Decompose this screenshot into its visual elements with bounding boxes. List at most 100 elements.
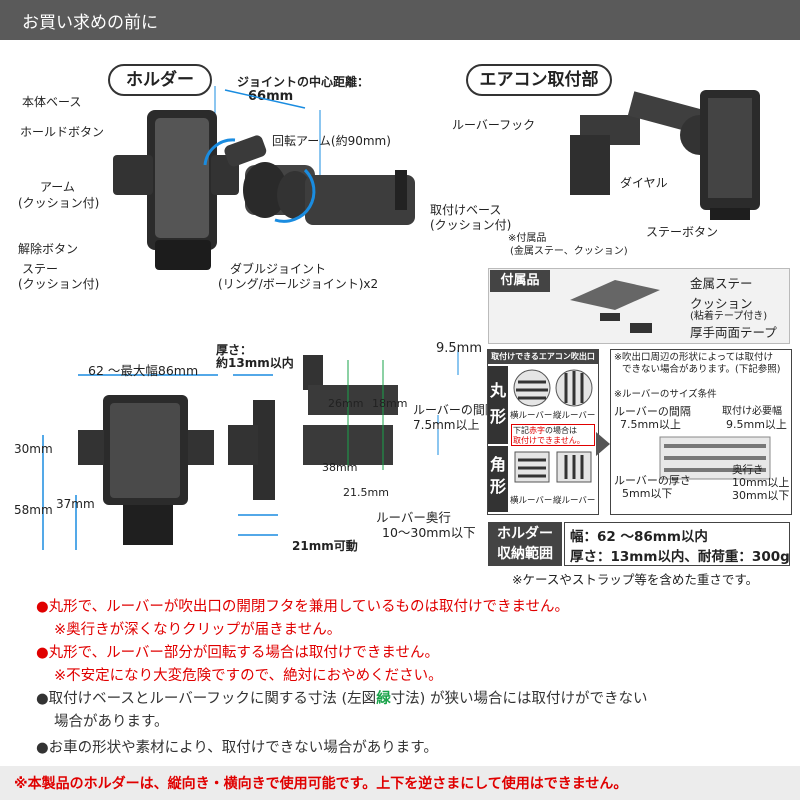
louver-illustration: [659, 436, 771, 480]
dim-louver-gap-value: 7.5mm以上: [413, 418, 480, 432]
cond-thickness: ルーバーの厚さ: [614, 474, 691, 487]
vent-round-vertical: 縦ルーバー: [553, 411, 596, 421]
vent-square-vertical: 縦ルーバー: [553, 496, 596, 506]
joint-distance-label: ジョイントの中心距離：: [237, 75, 370, 89]
label-double-joint-sub: (リング/ボールジョイント)x2: [218, 277, 379, 291]
red-bullet-icon: ●: [36, 599, 49, 615]
dim-thickness-label: 厚さ：: [216, 343, 253, 357]
joint-distance-value: 66mm: [248, 89, 294, 104]
storage-note: ※ケースやストラップ等を含めた重さです。: [512, 572, 759, 587]
cond-depth: 奥行き: [732, 464, 764, 476]
storage-tag: ホルダー 収納範囲: [488, 522, 562, 566]
dim-38mm: 38mm: [322, 461, 358, 474]
holder-illustration: [113, 86, 415, 270]
storage-thickness: 厚さ：13mm以内、耐荷重：300g: [570, 549, 790, 565]
dim-21mm-movable: 21mm可動: [292, 539, 358, 553]
label-stay-button: ステーボタン: [646, 225, 719, 239]
dim-thickness-value: 約13mm以内: [216, 356, 294, 370]
note-3-text-b: 寸法) が狭い場合には取付けができない: [390, 691, 648, 707]
arrow-right-icon: [596, 432, 610, 456]
note-3-cont: 場合があります。: [54, 714, 169, 730]
accessories-illustration: [570, 280, 660, 333]
cond-need-width: 取付け必要幅: [722, 406, 782, 417]
dim-width: 62 ～最大幅86mm: [88, 363, 199, 378]
aircon-title-badge: エアコン取付部: [466, 64, 612, 96]
bottom-notice: ※本製品のホルダーは、縦向き・横向きで使用可能です。上下を逆さまにして使用はでき…: [14, 776, 628, 792]
bullet-icon: ●: [36, 740, 49, 756]
label-dial: ダイヤル: [620, 176, 668, 190]
cond-note-2: できない場合があります。(下記参照): [622, 364, 781, 375]
dim-louver-depth-value: 10～30mm以下: [382, 525, 476, 540]
vent-square-tag: 角形: [488, 446, 508, 512]
label-stay-sub: (クッション付): [18, 277, 100, 291]
label-hold-button: ホールドボタン: [20, 125, 105, 139]
vent-square-horizontal: 横ルーバー: [510, 496, 553, 506]
note-2: ●丸形で、ルーバー部分が回転する場合は取付けできません。: [36, 641, 439, 662]
accessories-title: 付属品: [490, 270, 550, 292]
note-3-text-a: 取付けベースとルーバーフックに関する寸法 (左図: [48, 691, 377, 707]
dim-21-5mm: 21.5mm: [343, 486, 389, 499]
label-arm-sub: (クッション付): [18, 196, 100, 210]
label-mount-base-sub: (クッション付): [430, 218, 512, 232]
label-accessory-note-sub: (金属ステー、クッション): [510, 246, 628, 257]
storage-label-2: 収納範囲: [497, 546, 553, 562]
dim-louver-depth: ルーバー奥行: [376, 510, 451, 525]
vent-round-tag: 丸形: [488, 366, 508, 444]
dimension-illustration: [42, 350, 459, 550]
vent-red-note-2: の場合は: [545, 426, 577, 435]
vent-box-title: 取付けできるエアコン吹出口: [488, 350, 598, 364]
note-3-green: 緑: [376, 691, 391, 707]
dim-58mm: 58mm: [14, 503, 53, 517]
label-arm: アーム: [40, 180, 75, 194]
label-accessory-note: ※付属品: [508, 233, 547, 244]
vent-red-note-red: 赤字: [529, 426, 545, 435]
cond-need-width-val: 9.5mm以上: [726, 418, 787, 431]
label-stay: ステー: [22, 262, 59, 276]
storage-width: 幅：62 ～86mm以内: [570, 529, 708, 545]
dim-louver-gap: ルーバーの間隔: [413, 403, 497, 417]
storage-label-1: ホルダー: [497, 526, 553, 542]
label-double-joint: ダブルジョイント: [230, 262, 327, 276]
vent-red-note-3: 取付けできません。: [513, 436, 585, 445]
note-1: ●丸形で、ルーバーが吹出口の開閉フタを兼用しているものは取付けできません。: [36, 595, 569, 616]
vent-icons: [513, 369, 593, 483]
cond-size-title: ※ルーバーのサイズ条件: [614, 389, 717, 400]
note-2-text: 丸形で、ルーバー部分が回転する場合は取付けできません。: [48, 645, 439, 661]
label-release-button: 解除ボタン: [18, 242, 79, 256]
vent-red-note: 下記赤字の場合は 取付けできません。: [511, 424, 595, 446]
vent-round-horizontal: 横ルーバー: [510, 411, 553, 421]
accessory-cushion: クッション: [690, 296, 753, 311]
storage-values-box: [564, 522, 790, 566]
header-title: お買い求めの前に: [22, 13, 158, 33]
label-rotating-arm: 回転アーム(約90mm): [272, 134, 391, 148]
label-mount-base: 取付けベース: [430, 203, 502, 217]
cond-thickness-val: 5mm以下: [622, 487, 673, 500]
red-bullet-icon: ●: [36, 645, 49, 661]
accessory-cushion-sub: (粘着テープ付き): [690, 311, 768, 322]
aircon-mount-illustration: [570, 90, 760, 220]
accessory-metal-stay: 金属ステー: [690, 276, 753, 291]
label-body-base: 本体ベース: [22, 95, 82, 109]
note-2-sub: ※不安定になり大変危険ですので、絶対におやめください。: [54, 668, 443, 684]
cond-depth-val-2: 30mm以下: [732, 489, 790, 502]
note-1-text: 丸形で、ルーバーが吹出口の開閉フタを兼用しているものは取付けできません。: [48, 599, 570, 615]
accessory-tape: 厚手両面テープ: [690, 325, 777, 340]
dim-9-5mm: 9.5mm: [436, 341, 483, 356]
page-header: お買い求めの前に: [0, 0, 800, 40]
cond-note-1: ※吹出口周辺の形状によっては取付け: [614, 352, 774, 363]
note-4-text: お車の形状や素材により、取付けできない場合があります。: [48, 740, 438, 756]
bullet-icon: ●: [36, 691, 49, 707]
cond-depth-val-1: 10mm以上: [732, 476, 790, 489]
dim-30mm: 30mm: [14, 442, 53, 456]
note-3: ●取付けベースとルーバーフックに関する寸法 (左図緑寸法) が狭い場合には取付け…: [36, 687, 647, 708]
conditions-box: [610, 349, 792, 515]
dim-18mm: 18mm: [372, 397, 408, 410]
note-1-sub: ※奥行きが深くなりクリップが届きません。: [54, 622, 342, 638]
cond-gap-val: 7.5mm以上: [620, 418, 681, 431]
note-4: ●お車の形状や素材により、取付けできない場合があります。: [36, 736, 438, 757]
dim-26mm: 26mm: [328, 397, 364, 410]
holder-title-badge: ホルダー: [108, 64, 212, 96]
label-louver-hook: ルーバーフック: [452, 118, 536, 132]
dim-37mm: 37mm: [56, 497, 95, 511]
vent-type-box: [487, 349, 599, 515]
